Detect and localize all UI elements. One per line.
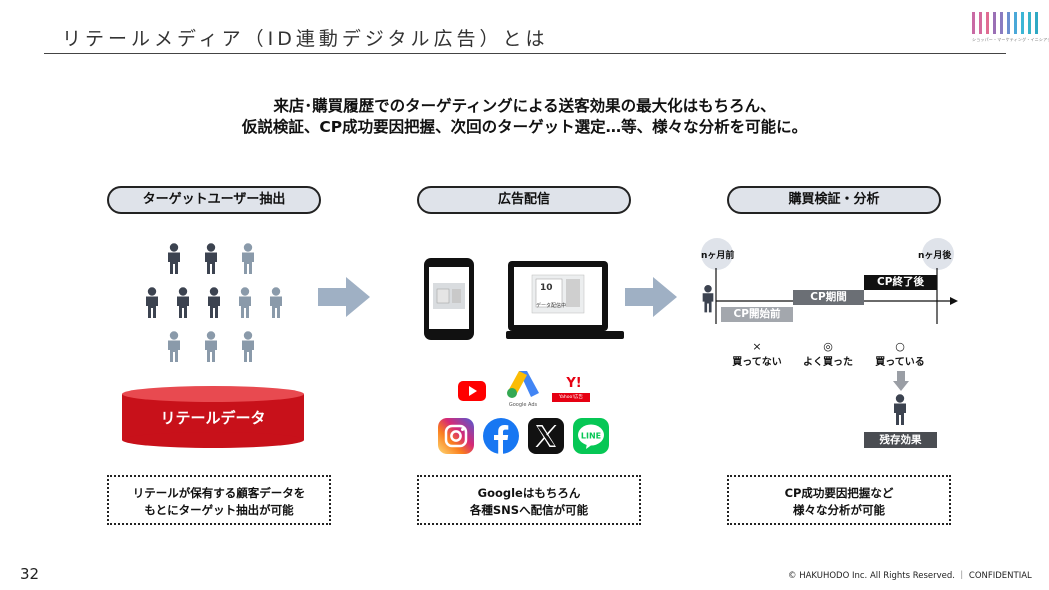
step-pill-target-extraction: ターゲットユーザー抽出 — [107, 186, 321, 214]
step-pill-ad-delivery: 広告配信 — [417, 186, 631, 214]
residual-person-icon — [894, 394, 906, 425]
headline: 来店･購買履歴でのターゲティングによる送客効果の最大化はもちろん、 仮説検証、C… — [0, 96, 1049, 138]
ad-screen-big-text: 10 — [540, 283, 553, 293]
logo-bar — [1035, 12, 1038, 34]
mark-symbol: ◎ — [823, 340, 833, 353]
cp-period-bar: CP期間 — [793, 290, 864, 305]
yahoo-ads-badge: Yahoo!広告 — [552, 393, 590, 402]
person-icon — [202, 331, 220, 363]
person-icon — [143, 287, 161, 319]
headline-line-2: 仮説検証、CP成功要因把握、次回のターゲット選定…等、様々な分析を可能に。 — [241, 118, 808, 136]
google-ads-icon — [507, 371, 539, 398]
person-icon — [174, 287, 192, 319]
headline-line-1: 来店･購買履歴でのターゲティングによる送客効果の最大化はもちろん、 — [273, 97, 776, 115]
ad-screen-small-text: データ配信中 — [536, 303, 567, 309]
page-title: リテールメディア（ID連動デジタル広告）とは — [62, 28, 549, 50]
youtube-icon — [458, 381, 486, 401]
mark-label: 買ってない — [732, 357, 782, 368]
person-icon — [267, 287, 285, 319]
google-ads-label: Google Ads — [508, 402, 538, 408]
person-icon — [239, 243, 257, 275]
person-icon — [205, 287, 223, 319]
cp-post-period-bar: CP終了後 — [864, 275, 937, 290]
mark-label: よく買った — [803, 357, 853, 368]
desc-box-purchase-analysis: CP成功要因把握など 様々な分析が可能 — [727, 475, 951, 525]
mark-symbol: ○ — [895, 340, 905, 353]
logo-bar — [1028, 12, 1031, 34]
desc-line-2: もとにターゲット抽出が可能 — [144, 503, 294, 517]
mark-symbol: × — [752, 340, 762, 353]
person-icon — [236, 287, 254, 319]
logo-bar — [972, 12, 975, 34]
logo-bar — [1007, 12, 1010, 34]
residual-effect-badge: 残存効果 — [864, 432, 937, 448]
copyright-notice: © HAKUHODO Inc. All Rights Reserved. ｜ C… — [788, 571, 1032, 581]
mark-label: 買っている — [875, 357, 925, 368]
logo-bar — [986, 12, 989, 34]
flow-arrow-icon — [318, 277, 370, 317]
timeline-before-label: nヶ月前 — [701, 251, 735, 261]
brand-logo: ショッパー・マーケティング・イニシアティブ — [972, 12, 1049, 48]
desc-box-ad-delivery: Googleはもちろん 各種SNSへ配信が可能 — [417, 475, 641, 525]
person-icon — [165, 243, 183, 275]
instagram-icon — [438, 418, 474, 454]
logo-text: ショッパー・マーケティング・イニシアティブ — [972, 37, 1049, 42]
desc-line-2: 様々な分析が可能 — [793, 503, 885, 517]
desc-box-target-extraction: リテールが保有する顧客データを もとにターゲット抽出が可能 — [107, 475, 331, 525]
logo-bar — [1000, 12, 1003, 34]
x-twitter-icon — [528, 418, 564, 454]
desc-line-1: リテールが保有する顧客データを — [132, 486, 306, 500]
mark-not-bought: × 買ってない — [725, 340, 789, 368]
flow-arrow-icon — [625, 277, 677, 317]
logo-bar — [993, 12, 996, 34]
timeline-person-icon — [702, 285, 714, 313]
cp-pre-period-bar: CP開始前 — [721, 307, 793, 322]
logo-bar — [979, 12, 982, 34]
retail-data-label: リテールデータ — [160, 409, 266, 427]
header-divider — [44, 53, 1006, 54]
timeline-after-label: nヶ月後 — [918, 251, 952, 261]
logo-bar — [1014, 12, 1017, 34]
timeline-before-bubble — [701, 238, 733, 270]
logo-bar — [1021, 12, 1024, 34]
down-arrow-icon — [893, 371, 909, 391]
yahoo-logo-icon: Y! — [566, 376, 582, 391]
person-icon — [202, 243, 220, 275]
desc-line-2: 各種SNSへ配信が可能 — [469, 503, 589, 517]
desc-line-1: Googleはもちろん — [477, 486, 581, 500]
person-icon — [165, 331, 183, 363]
step-pill-purchase-analysis: 購買検証・分析 — [727, 186, 941, 214]
timeline-after-bubble — [922, 238, 954, 270]
mark-bought-often: ◎ よく買った — [795, 340, 861, 368]
page-number: 32 — [20, 565, 40, 583]
line-icon: LINE — [573, 418, 609, 454]
logo-bars — [972, 12, 1038, 34]
facebook-icon — [483, 418, 519, 454]
laptop-icon — [506, 261, 624, 339]
mark-buying: ○ 買っている — [867, 340, 933, 368]
smartphone-icon — [424, 258, 474, 340]
retail-data-cylinder-icon — [122, 386, 304, 448]
svg-text:LINE: LINE — [581, 431, 601, 440]
person-icon — [239, 331, 257, 363]
desc-line-1: CP成功要因把握など — [784, 486, 894, 500]
